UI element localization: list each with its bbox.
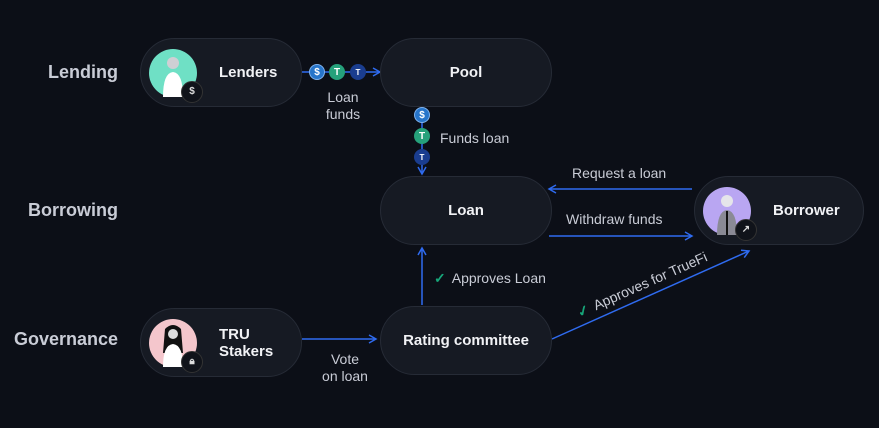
lenders-label: Lenders <box>219 64 278 81</box>
usdc-icon: $ <box>414 107 430 123</box>
person-icon <box>163 56 183 97</box>
person-icon <box>163 324 183 367</box>
tusd-icon: T <box>350 64 366 80</box>
usdt-icon: T <box>414 128 430 144</box>
vote-line2: on loan <box>322 368 368 384</box>
loan-funds-line1: Loan <box>327 89 359 105</box>
money-bag-icon: $ <box>181 80 203 103</box>
tru-stakers-label: TRU Stakers <box>219 326 273 360</box>
loan-label: Loan <box>448 202 484 219</box>
usdt-icon: T <box>329 64 345 80</box>
tusd-icon: T <box>414 149 430 165</box>
node-rating-committee[interactable]: Rating committee <box>380 306 552 375</box>
chart-icon: ↗ <box>735 218 757 241</box>
lenders-avatar: $ <box>149 48 203 103</box>
node-tru-stakers[interactable]: 🔒︎ TRU Stakers <box>140 308 302 377</box>
pool-label: Pool <box>449 64 483 81</box>
rating-committee-label: Rating committee <box>403 332 529 349</box>
loan-funds-line2: funds <box>325 106 361 122</box>
node-borrower[interactable]: ↗ Borrower <box>694 176 864 245</box>
tru-stakers-label-line1: TRU <box>219 325 250 343</box>
node-pool[interactable]: Pool <box>380 38 552 107</box>
edge-label-request-loan: Request a loan <box>572 165 667 181</box>
node-loan[interactable]: Loan <box>380 176 552 245</box>
row-label-borrowing: Borrowing <box>28 200 118 220</box>
borrower-label: Borrower <box>773 202 840 219</box>
edge-label-funds-loan: Funds loan <box>440 130 510 146</box>
person-icon <box>717 194 737 235</box>
usdc-icon: $ <box>309 64 325 80</box>
lock-icon: 🔒︎ <box>181 350 203 373</box>
edge-approves-truefi <box>551 249 751 340</box>
edge-label-loan-funds: Loan funds <box>312 89 374 123</box>
row-label-governance: Governance <box>13 329 118 349</box>
edge-label-approves-loan: ✓ Approves Loan <box>434 270 546 287</box>
borrower-avatar: ↗ <box>703 186 757 241</box>
check-icon: ✓ <box>434 270 446 286</box>
edge-label-vote-on-loan: Vote on loan <box>313 351 377 385</box>
tru-stakers-label-line2: Stakers <box>219 342 274 360</box>
row-label-lending: Lending <box>48 62 118 82</box>
tru-stakers-avatar: 🔒︎ <box>149 318 203 373</box>
vote-line1: Vote <box>330 351 360 367</box>
edge-label-withdraw-funds: Withdraw funds <box>566 211 663 227</box>
node-lenders[interactable]: $ Lenders <box>140 38 302 107</box>
approves-loan-text: Approves Loan <box>451 270 546 286</box>
